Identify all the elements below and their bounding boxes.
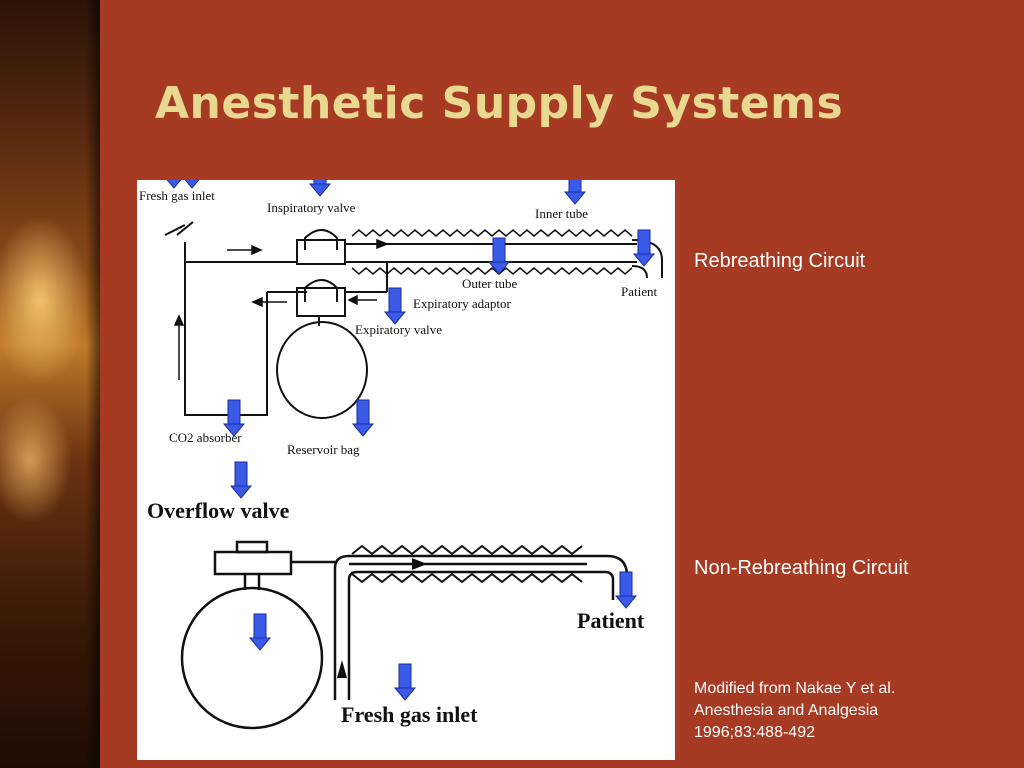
blue-arrow-icon xyxy=(393,663,417,701)
blue-pointer-arrows xyxy=(166,180,656,701)
citation-line-1: Modified from Nakae Y et al. xyxy=(694,680,896,697)
blue-arrow-icon xyxy=(383,287,407,325)
label-inspiratory-valve: Inspiratory valve xyxy=(267,200,356,215)
rebreathing-circuit-label: Rebreathing Circuit xyxy=(694,250,866,272)
label-expiratory-valve: Expiratory valve xyxy=(355,322,442,337)
blue-arrow-icon xyxy=(166,180,182,189)
label-expiratory-adaptor: Expiratory adaptor xyxy=(413,296,511,311)
blue-arrow-icon xyxy=(632,229,656,267)
label-fresh-gas-inlet-top: Fresh gas inlet xyxy=(139,188,215,203)
bottom-tube-corrugation-top xyxy=(351,544,583,556)
label-co2-absorber: CO2 absorber xyxy=(169,430,242,445)
citation-line-2: Anesthesia and Analgesia xyxy=(694,702,879,719)
label-outer-tube: Outer tube xyxy=(462,276,517,291)
rebreathing-circuit-lines xyxy=(164,221,663,419)
slide-title: Anesthetic Supply Systems xyxy=(155,78,844,129)
circuit-diagram-svg: Fresh gas inlet Inspiratory valve Inner … xyxy=(139,180,663,730)
decorative-side-strip xyxy=(0,0,100,768)
non-rebreathing-circuit-lines xyxy=(180,540,629,730)
blue-arrow-icon xyxy=(351,399,375,437)
blue-arrow-icon xyxy=(229,461,253,499)
citation-line-3: 1996;83:488-492 xyxy=(694,724,815,741)
label-overflow-valve: Overflow valve xyxy=(147,498,290,523)
bottom-tube-corrugation-bottom xyxy=(351,572,583,584)
outer-tube-corrugation-lower xyxy=(351,267,633,275)
circuit-diagram-figure: Fresh gas inlet Inspiratory valve Inner … xyxy=(137,180,675,760)
flow-arrows-top xyxy=(173,238,390,380)
blue-arrow-icon xyxy=(563,180,587,205)
label-inner-tube: Inner tube xyxy=(535,206,588,221)
flow-arrows-bottom xyxy=(337,558,427,678)
label-patient-top: Patient xyxy=(621,284,657,299)
blue-arrow-icon xyxy=(222,399,246,437)
citation-caption: Modified from Nakae Y et al. Anesthesia … xyxy=(694,678,895,744)
blue-arrow-icon xyxy=(248,613,272,651)
non-rebreathing-circuit-label: Non-Rebreathing Circuit xyxy=(694,557,909,579)
label-fresh-gas-inlet-bottom: Fresh gas inlet xyxy=(341,702,478,727)
blue-arrow-icon xyxy=(487,237,511,275)
label-reservoir-bag: Reservoir bag xyxy=(287,442,360,457)
blue-arrow-icon xyxy=(184,180,200,189)
blue-arrow-icon xyxy=(308,180,332,197)
outer-tube-corrugation xyxy=(351,229,633,237)
label-patient-bottom: Patient xyxy=(577,608,645,633)
blue-arrow-icon xyxy=(614,571,638,609)
